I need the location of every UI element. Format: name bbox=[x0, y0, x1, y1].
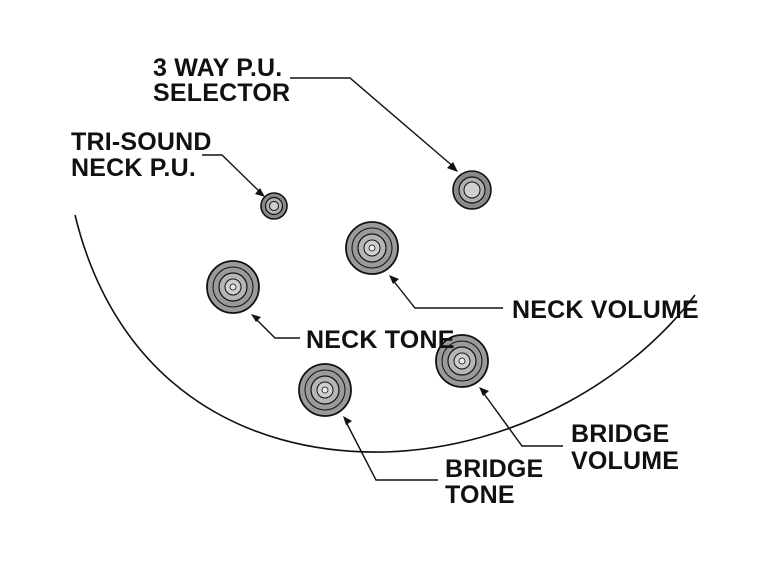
selector-label: 3 WAY P.U. SELECTOR bbox=[153, 54, 290, 107]
neck-volume-label: NECK VOLUME bbox=[512, 296, 699, 324]
neck-volume-leader bbox=[389, 275, 503, 309]
neck-volume-label-line-1: NECK VOLUME bbox=[512, 296, 699, 324]
bridge-tone-knob bbox=[298, 363, 352, 417]
tri-sound-label-line-2: NECK P.U. bbox=[71, 154, 196, 182]
tri-sound-switch bbox=[260, 192, 288, 220]
tri-sound-label: TRI-SOUND NECK P.U. bbox=[71, 128, 212, 182]
tri-sound-leader bbox=[202, 154, 265, 197]
bridge-tone-leader bbox=[343, 416, 438, 481]
neck-tone-knob bbox=[206, 260, 260, 314]
bridge-tone-label: BRIDGE TONE bbox=[445, 455, 543, 509]
bridge-tone-label-line-1: BRIDGE bbox=[445, 455, 543, 483]
neck-tone-label: NECK TONE bbox=[306, 326, 455, 354]
guitar-body-outline bbox=[74, 214, 696, 453]
bridge-volume-label-line-2: VOLUME bbox=[571, 447, 679, 475]
bridge-tone-label-line-2: TONE bbox=[445, 481, 515, 509]
neck-volume-knob bbox=[345, 221, 399, 275]
selector-label-line-2: SELECTOR bbox=[153, 79, 290, 107]
selector-switch bbox=[452, 170, 492, 210]
selector-leader bbox=[290, 77, 458, 172]
neck-tone-leader bbox=[251, 314, 300, 339]
bridge-volume-label-line-1: BRIDGE bbox=[571, 420, 669, 448]
selector-label-line-1: 3 WAY P.U. bbox=[153, 54, 282, 82]
bridge-volume-leader bbox=[479, 387, 563, 447]
tri-sound-label-line-1: TRI-SOUND bbox=[71, 128, 212, 156]
bridge-volume-knob bbox=[435, 334, 489, 388]
neck-tone-label-line-1: NECK TONE bbox=[306, 326, 455, 354]
bridge-volume-label: BRIDGE VOLUME bbox=[571, 420, 679, 475]
